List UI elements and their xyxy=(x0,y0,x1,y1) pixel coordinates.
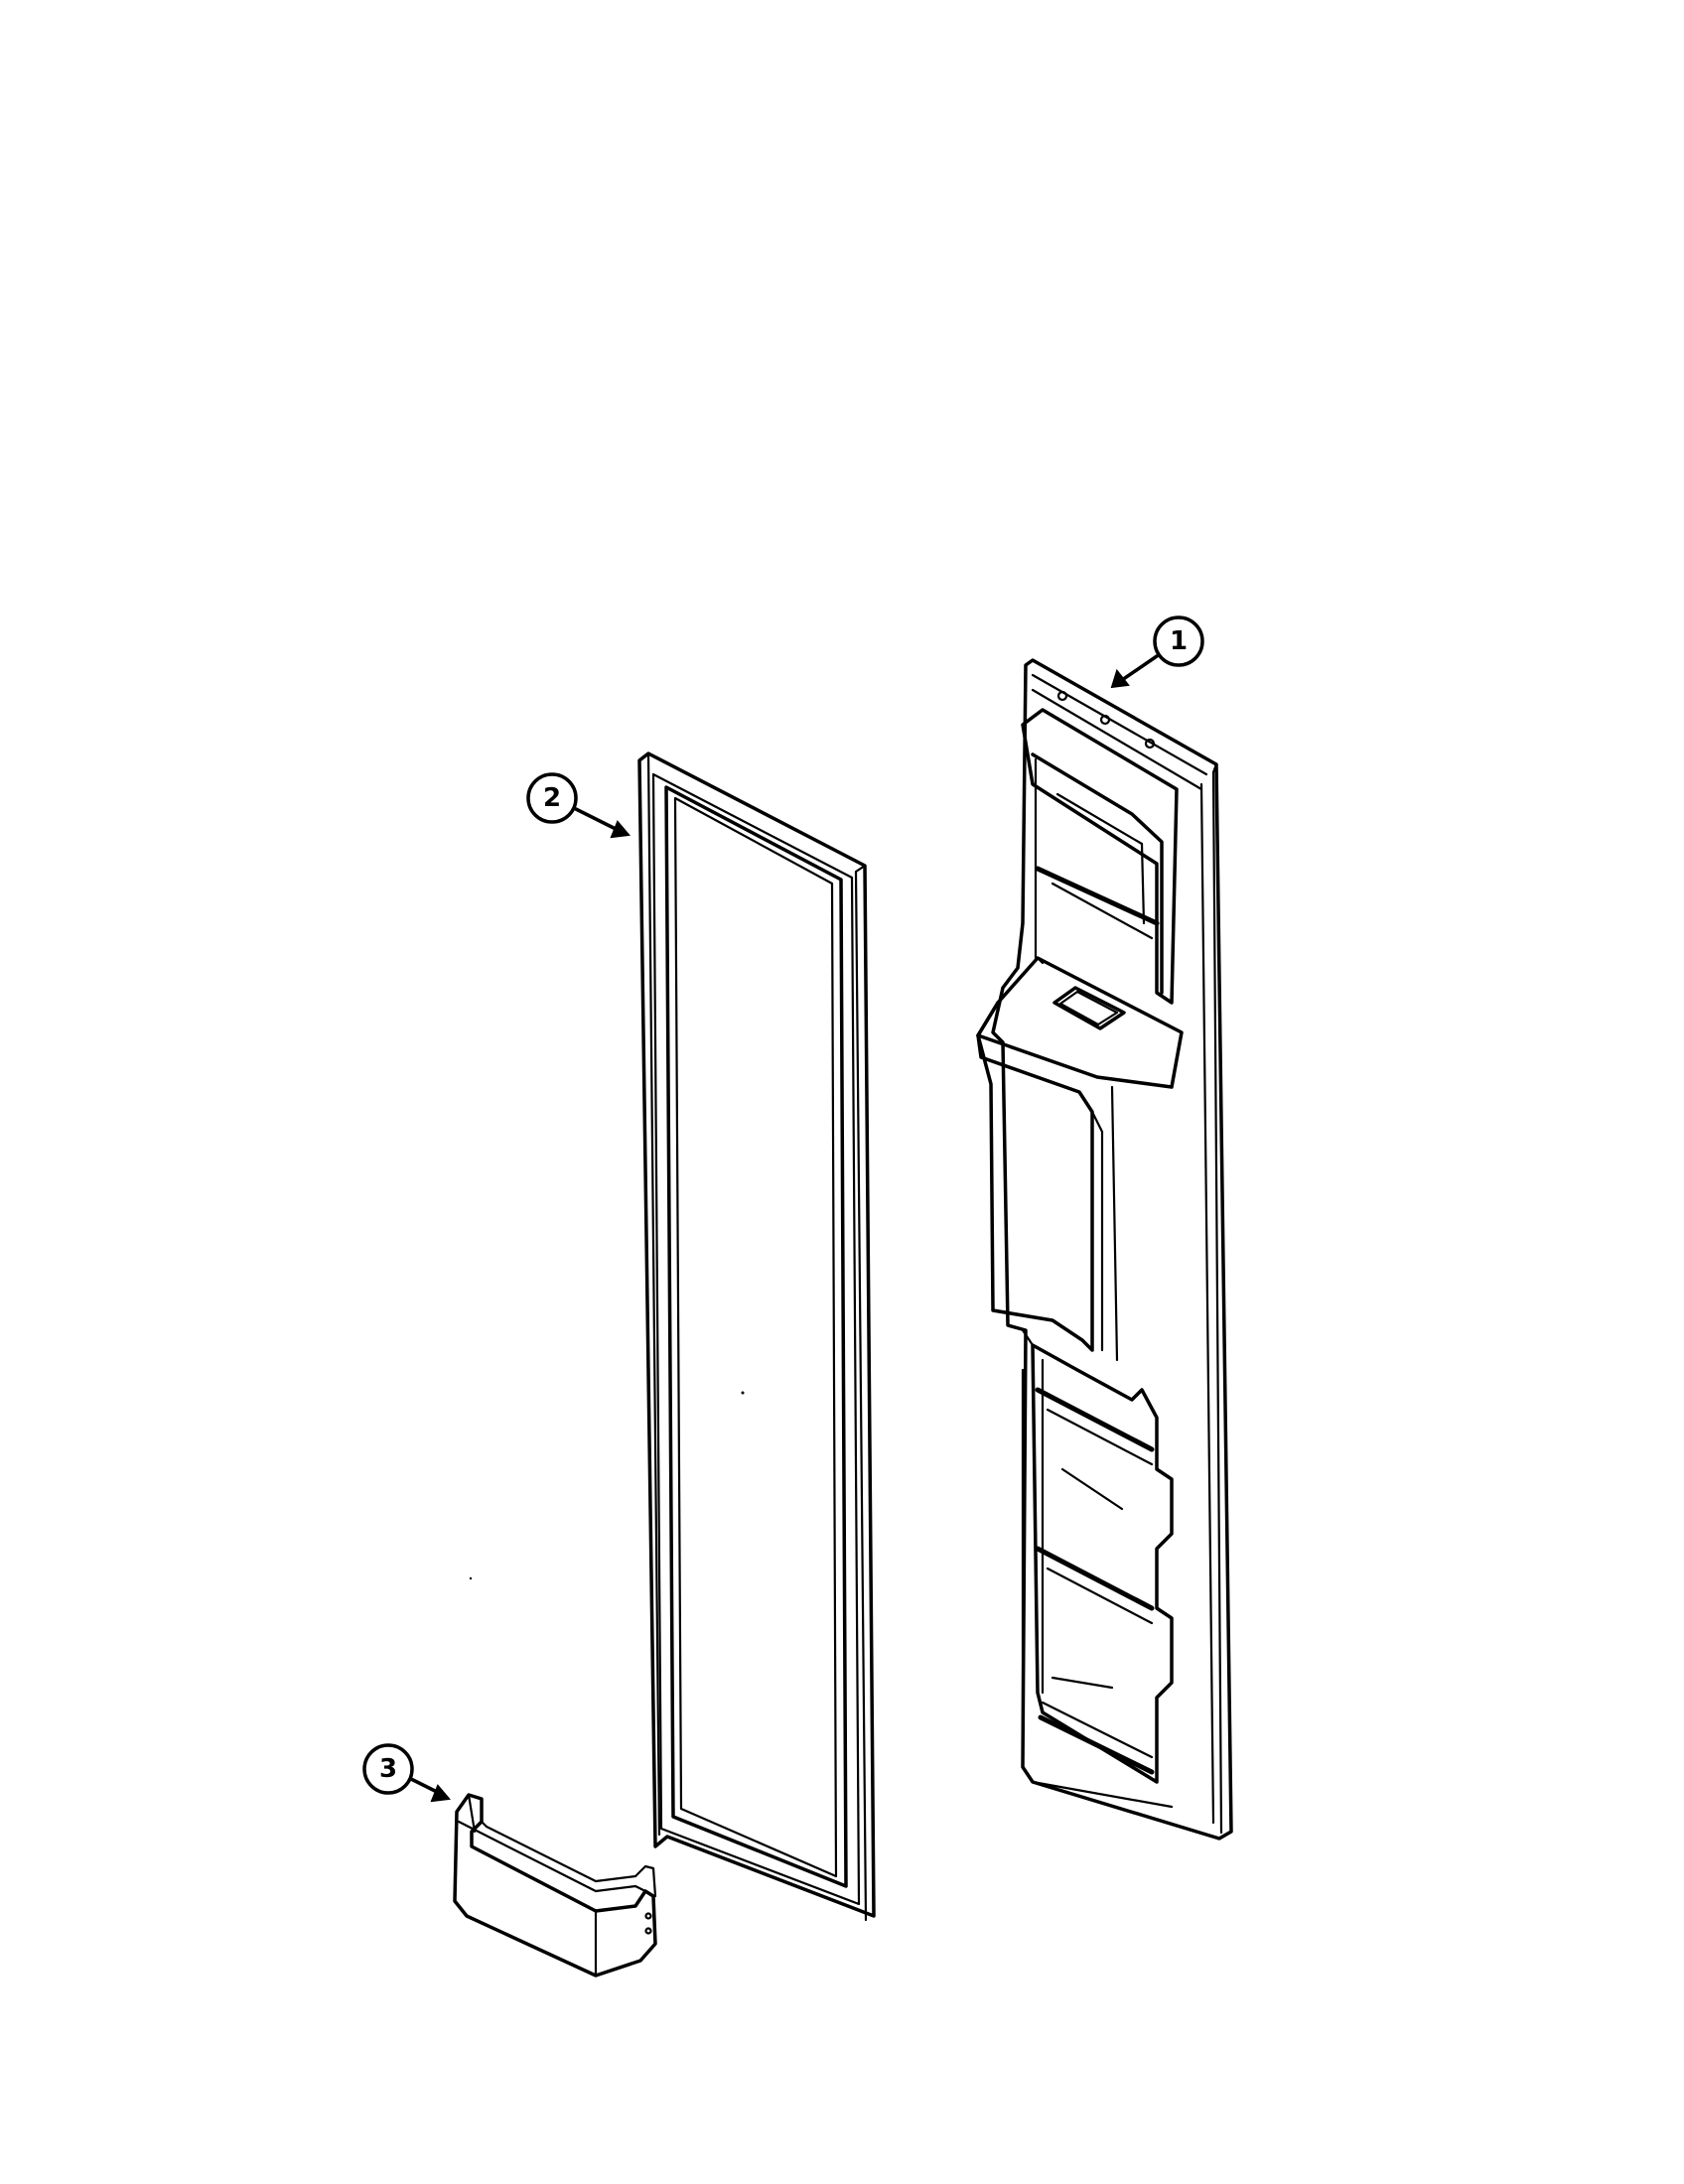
callout-3: 3 xyxy=(362,1743,451,1803)
callout-1: 1 xyxy=(1110,615,1204,689)
scan-speck xyxy=(469,1576,473,1580)
callout-3-label: 3 xyxy=(379,1754,397,1784)
callout-3-arrow xyxy=(409,1777,451,1803)
callout-2: 2 xyxy=(526,772,631,839)
callout-3-circle xyxy=(362,1743,414,1795)
door-liner-part[interactable] xyxy=(976,658,1233,1841)
callout-2-circle xyxy=(526,772,578,824)
scan-speck xyxy=(741,1391,745,1395)
callout-1-arrow xyxy=(1110,654,1159,689)
callout-1-circle xyxy=(1153,615,1204,667)
callout-1-label: 1 xyxy=(1170,626,1188,656)
door-gasket-part[interactable] xyxy=(637,751,876,1922)
door-bin-part[interactable] xyxy=(453,1793,657,1978)
callout-2-arrow xyxy=(574,807,631,839)
callout-2-label: 2 xyxy=(543,783,561,813)
